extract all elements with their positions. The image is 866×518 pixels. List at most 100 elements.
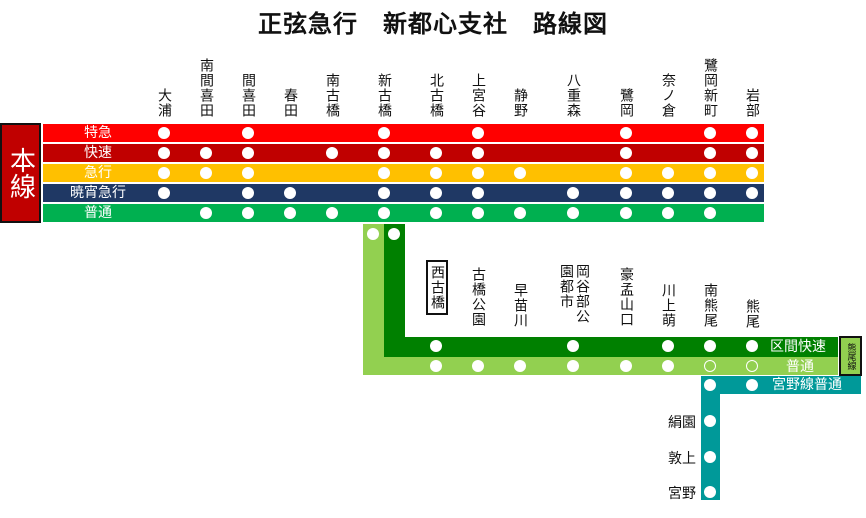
stop-dot bbox=[430, 207, 442, 219]
main-station-label: 南間喜田 bbox=[198, 58, 214, 118]
stop-dot bbox=[200, 167, 212, 179]
stop-dot bbox=[662, 207, 674, 219]
stop-dot bbox=[430, 147, 442, 159]
stop-dot bbox=[472, 187, 484, 199]
stop-dot bbox=[472, 360, 484, 372]
main-station-label: 南古橋 bbox=[324, 73, 340, 118]
stop-dot bbox=[620, 127, 632, 139]
kumao-line-label: 熊尾線 bbox=[839, 336, 862, 376]
stop-dot bbox=[746, 127, 758, 139]
service-name: 普通 bbox=[786, 359, 814, 375]
stop-dot bbox=[662, 340, 674, 352]
stop-dot bbox=[326, 147, 338, 159]
stop-dot bbox=[662, 167, 674, 179]
branch-station-label: 古橋公園 bbox=[470, 267, 486, 327]
miyano-station-label: 絹園 bbox=[668, 415, 696, 431]
stop-dot bbox=[430, 167, 442, 179]
main-station-label: 北古橋 bbox=[428, 73, 444, 118]
service-band bbox=[43, 204, 764, 222]
stop-dot bbox=[620, 167, 632, 179]
miyano-vertical bbox=[701, 376, 720, 500]
stop-dot bbox=[567, 187, 579, 199]
main-station-label: 奈ノ倉 bbox=[660, 73, 676, 118]
miyano-horizontal bbox=[701, 376, 861, 394]
page-title: 正弦急行 新都心支社 路線図 bbox=[258, 10, 608, 38]
branch-station-label: 西古橋 bbox=[426, 260, 448, 315]
stop-dot bbox=[704, 379, 716, 391]
stop-dot bbox=[567, 360, 579, 372]
branch-kaisoku-vertical bbox=[384, 224, 405, 357]
stop-dot bbox=[378, 167, 390, 179]
stop-dot bbox=[378, 127, 390, 139]
stop-dot bbox=[704, 486, 716, 498]
stop-dot bbox=[242, 147, 254, 159]
stop-dot bbox=[704, 187, 716, 199]
stop-dot bbox=[704, 451, 716, 463]
stop-dot bbox=[378, 147, 390, 159]
stop-dot bbox=[704, 127, 716, 139]
stop-dot bbox=[746, 187, 758, 199]
stop-dot bbox=[704, 167, 716, 179]
stop-dot bbox=[704, 340, 716, 352]
stop-dot bbox=[158, 127, 170, 139]
stop-dot bbox=[746, 167, 758, 179]
pass-ring bbox=[746, 360, 758, 372]
main-station-label: 新古橋 bbox=[376, 73, 392, 118]
branch-station-label: 南熊尾 bbox=[702, 283, 718, 328]
branch-station-label: 豪孟山口 bbox=[618, 267, 634, 327]
stop-dot bbox=[367, 228, 379, 240]
stop-dot bbox=[704, 147, 716, 159]
stop-dot bbox=[430, 360, 442, 372]
honsen-label-text: 本線 bbox=[5, 147, 36, 199]
stop-dot bbox=[620, 207, 632, 219]
stop-dot bbox=[242, 207, 254, 219]
stop-dot bbox=[567, 207, 579, 219]
stop-dot bbox=[472, 167, 484, 179]
branch-kaisoku-horizontal bbox=[384, 337, 838, 357]
service-name: 急行 bbox=[84, 165, 112, 181]
stop-dot bbox=[378, 207, 390, 219]
stop-dot bbox=[200, 207, 212, 219]
stop-dot bbox=[242, 167, 254, 179]
stop-dot bbox=[158, 187, 170, 199]
stop-dot bbox=[704, 415, 716, 427]
stop-dot bbox=[620, 360, 632, 372]
stop-dot bbox=[704, 207, 716, 219]
stop-dot bbox=[284, 187, 296, 199]
main-station-label: 大浦 bbox=[156, 88, 172, 118]
service-name: 特急 bbox=[84, 125, 112, 141]
main-station-label: 春田 bbox=[282, 88, 298, 118]
stop-dot bbox=[200, 147, 212, 159]
stop-dot bbox=[620, 187, 632, 199]
service-name: 普通 bbox=[84, 205, 112, 221]
service-name: 宮野線普通 bbox=[772, 377, 842, 393]
main-station-label: 八重森 bbox=[565, 73, 581, 118]
main-station-label: 岩部 bbox=[744, 88, 760, 118]
main-station-label: 静野 bbox=[512, 88, 528, 118]
stop-dot bbox=[242, 187, 254, 199]
service-band bbox=[43, 124, 764, 142]
service-band bbox=[43, 164, 764, 182]
stop-dot bbox=[472, 207, 484, 219]
stop-dot bbox=[746, 147, 758, 159]
main-station-label: 鷺岡 bbox=[618, 88, 634, 118]
service-band bbox=[43, 184, 764, 202]
branch-station-label: 川上萌 bbox=[660, 283, 676, 328]
main-station-label: 上宮谷 bbox=[470, 73, 486, 118]
branch-station-label: 早苗川 bbox=[512, 283, 528, 328]
stop-dot bbox=[662, 187, 674, 199]
stop-dot bbox=[430, 340, 442, 352]
main-station-label: 鷺岡新町 bbox=[702, 58, 718, 118]
stop-dot bbox=[388, 228, 400, 240]
stop-dot bbox=[514, 167, 526, 179]
stop-dot bbox=[567, 340, 579, 352]
stop-dot bbox=[242, 127, 254, 139]
stop-dot bbox=[378, 187, 390, 199]
service-name: 暁宵急行 bbox=[70, 185, 126, 201]
stop-dot bbox=[284, 207, 296, 219]
miyano-station-label: 敦上 bbox=[668, 451, 696, 467]
stop-dot bbox=[430, 187, 442, 199]
stop-dot bbox=[514, 207, 526, 219]
stop-dot bbox=[472, 147, 484, 159]
branch-station-label: 岡谷部公園都市 bbox=[558, 264, 590, 324]
